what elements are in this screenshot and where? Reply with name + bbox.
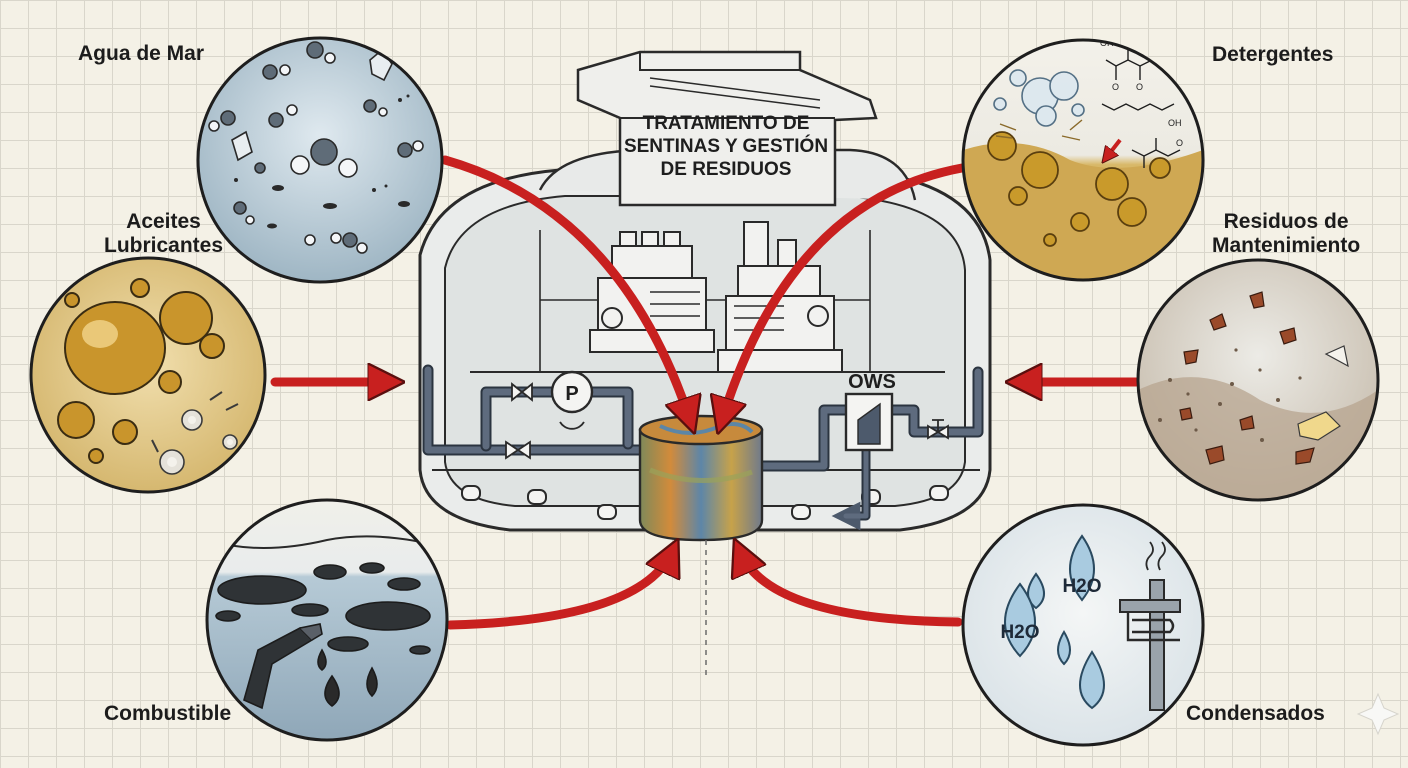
label-condensados: Condensados bbox=[1186, 702, 1325, 725]
svg-text:O: O bbox=[1112, 82, 1119, 92]
arrow-combustible bbox=[445, 552, 672, 630]
arrow-agua-de-mar bbox=[440, 155, 690, 420]
hull-frame-holes bbox=[461, 485, 949, 520]
label-aceites-lubricantes: Aceites Lubricantes bbox=[104, 210, 223, 258]
label-detergentes: Detergentes bbox=[1212, 43, 1334, 66]
title-line-2: SENTINAS Y GESTIÓN bbox=[623, 136, 829, 157]
diagram-title: TRATAMIENTO DE SENTINAS Y GESTIÓN DE RES… bbox=[612, 112, 840, 181]
ows-label: OWS bbox=[848, 371, 896, 393]
detergentes-circle: OH O O OH OH O bbox=[961, 38, 1205, 282]
piping bbox=[422, 364, 984, 531]
label-agua-de-mar: Agua de Mar bbox=[78, 42, 205, 65]
svg-text:O: O bbox=[1136, 82, 1143, 92]
pump-icon: P bbox=[550, 370, 594, 430]
ows-separator: OWS bbox=[844, 371, 896, 452]
residuos-mantenimiento-circle bbox=[1136, 258, 1380, 502]
svg-text:OH: OH bbox=[1168, 118, 1182, 128]
svg-text:OH: OH bbox=[1160, 44, 1174, 54]
bilge-tank bbox=[638, 414, 764, 542]
engine-left bbox=[589, 231, 715, 353]
heat-exchanger-icon bbox=[1119, 541, 1181, 711]
deck-box bbox=[576, 50, 878, 207]
arrow-detergentes bbox=[722, 163, 967, 420]
label-combustible: Combustible bbox=[104, 702, 232, 725]
aceites-lubricantes-circle bbox=[29, 256, 267, 494]
combustible-circle bbox=[205, 498, 449, 742]
label-aceites-line2: Lubricantes bbox=[104, 234, 224, 257]
svg-text:O: O bbox=[1176, 138, 1183, 148]
valve-icon bbox=[505, 382, 949, 460]
condensados-circle bbox=[961, 503, 1205, 747]
svg-text:OH: OH bbox=[1100, 38, 1114, 48]
label-aceites-line1: Aceites bbox=[126, 210, 201, 233]
formula-water-b: H2O bbox=[1000, 622, 1039, 643]
title-line-3: DE RESIDUOS bbox=[660, 159, 792, 180]
arrow-condensados bbox=[740, 552, 963, 627]
label-residuos-line1: Residuos de bbox=[1223, 210, 1349, 233]
formula-water-a: H2O bbox=[1062, 576, 1101, 597]
sparkle-icon bbox=[1356, 692, 1400, 736]
pump-symbol: P bbox=[565, 383, 578, 405]
agua-de-mar-circle bbox=[196, 36, 444, 284]
label-residuos-de-mantenimiento: Residuos de Mantenimiento bbox=[1212, 210, 1360, 258]
title-line-1: TRATAMIENTO DE bbox=[642, 113, 810, 134]
flow-arrows bbox=[270, 155, 1143, 630]
fuel-nozzle-icon bbox=[243, 623, 323, 710]
label-residuos-line2: Mantenimiento bbox=[1212, 234, 1361, 257]
